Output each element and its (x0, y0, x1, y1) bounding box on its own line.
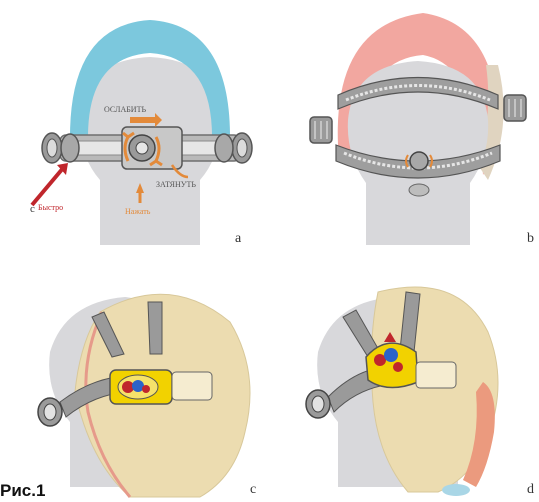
right-ratchet-icon (504, 95, 526, 121)
quick-label: Быстро (38, 203, 63, 212)
press-label: Нажать (125, 207, 150, 216)
panel-c: c (30, 262, 270, 502)
loosen-label: ОСЛАБИТЬ (104, 105, 146, 114)
left-ratchet-icon (306, 390, 330, 418)
panel-d: d (298, 262, 539, 502)
panel-c-illustration (30, 262, 270, 502)
panel-letter-d: d (527, 482, 534, 498)
panel-b-illustration (298, 5, 539, 260)
panel-b: b (298, 5, 539, 260)
panel-a-illustration (30, 5, 270, 260)
left-ratchet-icon (310, 117, 332, 143)
left-ratchet-icon (38, 398, 62, 426)
figure-caption: Рис.1 (0, 481, 45, 501)
panel-a: ОСЛАБИТЬ ЗАТЯНУТЬ Нажать Быстро c a (30, 5, 270, 260)
panel-letter-a: a (235, 231, 241, 247)
c-mark-label: c (30, 205, 35, 214)
panel-d-illustration (298, 262, 539, 502)
tighten-label: ЗАТЯНУТЬ (156, 180, 196, 189)
panel-letter-c: c (250, 482, 256, 498)
adjuster-knob-icon (410, 152, 428, 170)
quick-release-arrow-icon (32, 163, 68, 205)
panel-letter-b: b (527, 231, 534, 247)
